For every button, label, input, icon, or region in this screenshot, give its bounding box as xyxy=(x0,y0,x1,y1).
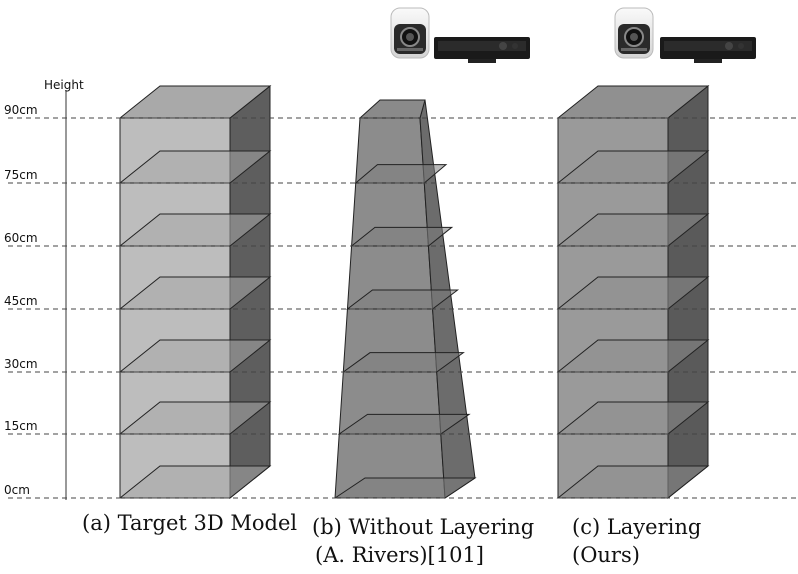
height-tick-label: 60cm xyxy=(4,231,38,245)
target-model-box xyxy=(118,84,272,500)
layer-slice xyxy=(354,164,448,184)
caption-a-line1: (a) Target 3D Model xyxy=(82,511,297,535)
layering-layers xyxy=(556,150,710,499)
caption-c-line1: (c) Layering xyxy=(572,515,701,539)
layer-slice xyxy=(118,150,272,184)
panel-captions: (a) Target 3D Model (b) Without Layering… xyxy=(82,511,701,567)
caption-b-line1: (b) Without Layering xyxy=(312,515,534,539)
devices-panel-b xyxy=(390,7,530,63)
depth-camera-icon xyxy=(660,37,756,63)
target-model-top-face xyxy=(118,85,272,119)
caption-b-line2: (A. Rivers)[101] xyxy=(315,543,484,567)
height-tick-label: 45cm xyxy=(4,294,38,308)
height-tick-label: 75cm xyxy=(4,168,38,182)
height-axis-title: Height xyxy=(44,78,84,92)
without-layering-box xyxy=(333,99,477,499)
projector-icon xyxy=(390,7,430,59)
layer-slice xyxy=(118,401,272,435)
layering-box xyxy=(556,84,710,500)
devices-panel-c xyxy=(614,7,756,63)
height-tick-label: 30cm xyxy=(4,357,38,371)
without-layering-top-face xyxy=(358,99,426,119)
projector-icon xyxy=(614,7,654,59)
height-tick-label: 0cm xyxy=(4,483,30,497)
layer-slice xyxy=(350,226,454,247)
height-tick-labels: 90cm 75cm 60cm 45cm 30cm 15cm 0cm xyxy=(4,103,38,497)
layer-slice xyxy=(118,339,272,373)
height-tick-label: 15cm xyxy=(4,419,38,433)
height-tick-label: 90cm xyxy=(4,103,38,117)
layer-slice xyxy=(118,276,272,310)
layer-slice xyxy=(118,465,272,499)
layer-slice xyxy=(118,213,272,247)
height-axis: Height 90cm 75cm 60cm 45cm 30cm 15cm 0cm xyxy=(4,78,84,500)
target-model-layers xyxy=(118,150,272,499)
height-guide-lines xyxy=(8,117,798,499)
depth-camera-icon xyxy=(434,37,530,63)
without-layering-layers xyxy=(333,164,477,499)
caption-c-line2: (Ours) xyxy=(572,543,640,567)
